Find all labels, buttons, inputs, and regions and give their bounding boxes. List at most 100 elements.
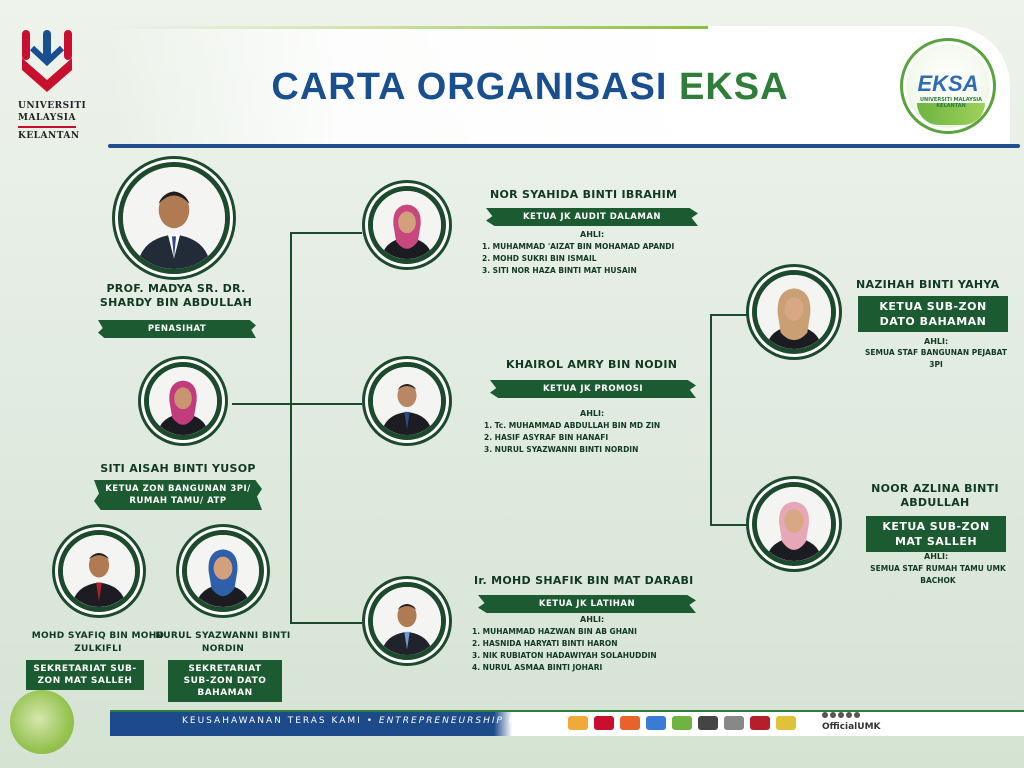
- partner-logo-icon: [724, 716, 744, 730]
- mat-salleh-ahli-label: AHLI:: [924, 552, 949, 561]
- audit-role-badge: KETUA JK AUDIT DALAMAN: [486, 208, 698, 226]
- list-item: 2. MOHD SUKRI BIN ISMAIL: [482, 254, 597, 263]
- mat-salleh-role-badge: KETUA SUB-ZON MAT SALLEH: [866, 516, 1006, 552]
- connector-mat-salleh: [710, 524, 748, 526]
- social-icon: [846, 712, 852, 718]
- list-item: 2. HASNIDA HARYATI BINTI HARON: [472, 639, 618, 648]
- partner-logo-icon: [594, 716, 614, 730]
- promosi-role-badge: KETUA JK PROMOSI: [490, 380, 696, 398]
- list-item: 3. NIK RUBIATON HADAWIYAH SOLAHUDDIN: [472, 651, 657, 660]
- social-media-icons: [822, 712, 860, 718]
- dato-bahaman-name: NAZIHAH BINTI YAHYA: [856, 278, 1000, 291]
- page-title: CARTA ORGANISASI EKSA: [200, 66, 860, 109]
- slogan-ms: KEUSAHAWANAN TERAS KAMI: [182, 716, 362, 726]
- audit-photo: [368, 186, 446, 264]
- promosi-name: KHAIROL AMRY BIN NODIN: [506, 358, 678, 371]
- penasihat-role-badge: PENASIHAT: [98, 320, 256, 338]
- partner-logo-icon: [646, 716, 666, 730]
- dato-bahaman-photo: [752, 270, 836, 354]
- partner-logo-icon: [750, 716, 770, 730]
- person-icon: [373, 191, 441, 259]
- slogan-en: ENTREPRENEURSHIP IS OUR THRUST: [378, 716, 606, 726]
- official-umk-label: OfficialUMK: [822, 722, 881, 732]
- mat-salleh-photo: [752, 482, 836, 566]
- uni-red-separator: [18, 126, 76, 128]
- person-icon: [373, 587, 441, 655]
- social-icon: [830, 712, 836, 718]
- promosi-ahli-label: AHLI:: [580, 409, 605, 418]
- ketua-zon-name: SITI AISAH BINTI YUSOP: [100, 462, 256, 475]
- audit-name: NOR SYAHIDA BINTI IBRAHIM: [490, 188, 678, 201]
- person-icon: [149, 367, 217, 435]
- latihan-role-badge: KETUA JK LATIHAN: [478, 595, 696, 613]
- latihan-member-list: 1. MUHAMMAD HAZWAN BIN AB GHANI 2. HASNI…: [472, 626, 712, 674]
- penasihat-photo: [118, 162, 230, 274]
- uni-line-3: KELANTAN: [18, 131, 80, 141]
- footer-bar: [110, 710, 1024, 736]
- promosi-member-list: 1. Tc. MUHAMMAD ABDULLAH BIN MD ZIN 2. H…: [484, 420, 714, 456]
- list-item: 2. HASIF ASYRAF BIN HANAFI: [484, 433, 609, 442]
- umk-emblem-icon: [22, 30, 72, 92]
- partner-logo-icon: [698, 716, 718, 730]
- latihan-name: Ir. MOHD SHAFIK BIN MAT DARABI: [474, 574, 694, 587]
- person-icon: [757, 275, 831, 349]
- social-icon: [838, 712, 844, 718]
- mat-salleh-ahli-text: SEMUA STAF RUMAH TAMU UMK BACHOK: [870, 564, 1006, 585]
- ketua-zon-role-badge: KETUA ZON BANGUNAN 3PI/ RUMAH TAMU/ ATP: [94, 480, 262, 510]
- person-icon: [757, 487, 831, 561]
- audit-ahli-label: AHLI:: [580, 230, 605, 239]
- eksa-logo-caption: UNIVERSITI MALAYSIA KELANTAN: [919, 97, 983, 109]
- connector-trunk-right: [710, 314, 712, 526]
- connector-latihan: [290, 622, 362, 624]
- footer-partner-logos: [568, 714, 796, 732]
- university-name: UNIVERSITI MALAYSIA KELANTAN: [18, 100, 87, 142]
- sekretariat-mat-salleh-name: MOHD SYAFIQ BIN MOHD ZULKIFLI: [31, 631, 165, 654]
- header-divider: [108, 144, 1020, 148]
- eksa-logo-word: EKSA: [917, 71, 979, 96]
- person-icon: [373, 367, 441, 435]
- connector-trunk-left: [290, 232, 292, 624]
- promosi-photo: [368, 362, 446, 440]
- latihan-ahli-label: AHLI:: [580, 615, 605, 624]
- person-icon: [63, 535, 135, 607]
- social-icon: [822, 712, 828, 718]
- sekretariat-mat-salleh-role-badge: SEKRETARIAT SUB-ZON MAT SALLEH: [26, 660, 144, 690]
- connector-audit: [290, 232, 362, 234]
- header-accent-line: [108, 26, 708, 29]
- partner-logo-icon: [620, 716, 640, 730]
- university-logo: UNIVERSITI MALAYSIA KELANTAN: [18, 28, 87, 142]
- list-item: 4. NURUL ASMAA BINTI JOHARI: [472, 663, 603, 672]
- sekretariat-mat-salleh-photo: [58, 530, 140, 612]
- connector-promosi: [232, 403, 362, 405]
- uni-line-1: UNIVERSITI: [18, 101, 87, 111]
- eksa-logo: EKSA UNIVERSITI MALAYSIA KELANTAN: [900, 38, 996, 134]
- slogan-separator: •: [366, 716, 375, 726]
- dato-bahaman-role-badge: KETUA SUB-ZON DATO BAHAMAN: [858, 296, 1008, 332]
- latihan-photo: [368, 582, 446, 660]
- leaf-emblem-icon: [10, 690, 74, 754]
- connector-dato-bahaman: [710, 314, 748, 316]
- audit-member-list: 1. MUHAMMAD 'AIZAT BIN MOHAMAD APANDI 2.…: [482, 241, 712, 277]
- sekretariat-dato-bahaman-name: NURUL SYAZWANNI BINTI NORDIN: [155, 631, 291, 654]
- title-part-1: CARTA ORGANISASI: [271, 66, 668, 108]
- partner-logo-icon: [776, 716, 796, 730]
- uni-line-2: MALAYSIA: [18, 113, 76, 123]
- partner-logo-icon: [568, 716, 588, 730]
- person-icon: [123, 167, 225, 269]
- sekretariat-dato-bahaman-role-badge: SEKRETARIAT SUB-ZON DATO BAHAMAN: [168, 660, 282, 702]
- footer-slogan: KEUSAHAWANAN TERAS KAMI • ENTREPRENEURSH…: [182, 716, 605, 726]
- penasihat-name: PROF. MADYA SR. DR. SHARDY BIN ABDULLAH: [99, 282, 253, 309]
- ketua-zon-photo: [144, 362, 222, 440]
- partner-logo-icon: [672, 716, 692, 730]
- list-item: 3. SITI NOR HAZA BINTI MAT HUSAIN: [482, 266, 637, 275]
- leaf-icon: [917, 103, 985, 125]
- dato-bahaman-ahli-label: AHLI:: [924, 337, 949, 346]
- mat-salleh-name: NOOR AZLINA BINTI ABDULLAH: [871, 482, 999, 509]
- header-band: [110, 26, 1010, 146]
- title-part-2: EKSA: [678, 66, 789, 108]
- dato-bahaman-ahli-text: SEMUA STAF BANGUNAN PEJABAT 3PI: [864, 348, 1008, 369]
- list-item: 1. MUHAMMAD HAZWAN BIN AB GHANI: [472, 627, 637, 636]
- list-item: 1. MUHAMMAD 'AIZAT BIN MOHAMAD APANDI: [482, 242, 675, 251]
- list-item: 1. Tc. MUHAMMAD ABDULLAH BIN MD ZIN: [484, 421, 661, 430]
- list-item: 3. NURUL SYAZWANNI BINTI NORDIN: [484, 445, 639, 454]
